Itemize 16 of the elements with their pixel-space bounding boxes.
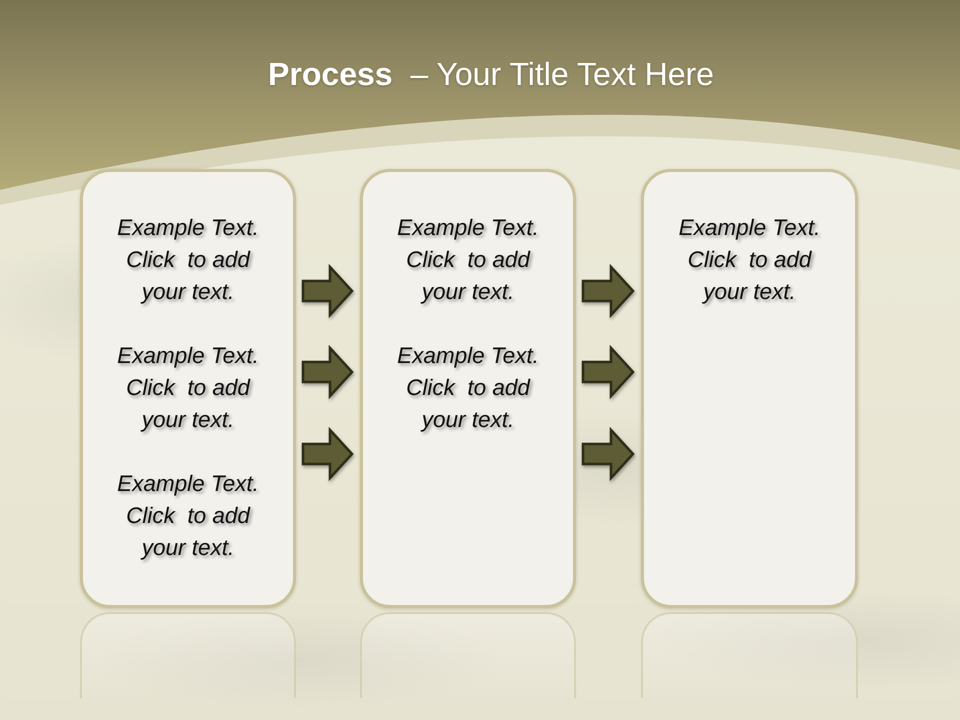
panel-text: Example Text. Click to add your text. [396,214,540,306]
panel-text: Example Text. Click to add your text. [116,214,260,306]
panel-text: Example Text. Click to add your text. [678,214,822,306]
block-arrow [302,264,354,318]
process-panel [360,169,576,608]
block-arrow [582,426,635,482]
block-arrow [302,344,354,400]
slide-title: Process – Your Title Text Here [267,55,715,94]
panel-text: Example Text. Click to add your text. [116,470,260,562]
panel-text: Example Text. Click to add your text. [396,342,540,434]
panel-text: Example Text. Click to add your text. [116,342,260,434]
block-arrow [302,426,354,482]
process-panel [80,169,296,608]
process-panel [641,169,858,608]
block-arrow [582,344,635,400]
block-arrow [582,264,635,318]
